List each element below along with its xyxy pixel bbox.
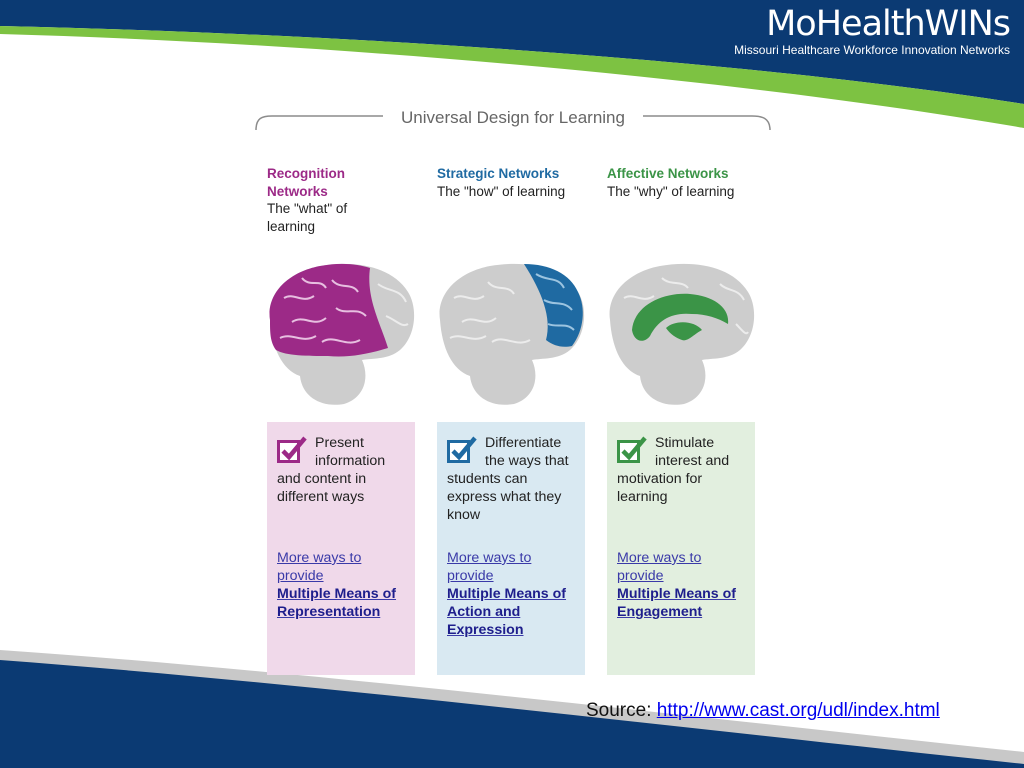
brand-subtitle: Missouri Healthcare Workforce Innovation…	[734, 43, 1010, 57]
card-affective: Stimulate interest and motivation for le…	[607, 422, 755, 675]
source-label: Source:	[586, 700, 652, 721]
brain-strategic-icon	[439, 263, 585, 405]
brand-logo: MoHealthWINs Missouri Healthcare Workfor…	[734, 4, 1011, 57]
card-strategic: Differentiate the ways that students can…	[437, 422, 585, 675]
card-recognition-description: Present information and content in diffe…	[277, 435, 386, 505]
brain-recognition-icon	[269, 263, 415, 405]
checkbox-check-icon	[447, 436, 477, 463]
affective-title: Affective Networks	[607, 166, 729, 181]
recognition-subtitle: The "what" of learning	[267, 201, 348, 234]
checkbox-check-icon	[617, 436, 647, 463]
card-affective-description: Stimulate interest and motivation for le…	[617, 435, 730, 505]
card-strategic-description: Differentiate the ways that students can…	[447, 435, 569, 523]
card-recognition-link[interactable]: More ways to provide Multiple Means of R…	[277, 549, 409, 621]
strategic-subtitle: The "how" of learning	[437, 183, 566, 199]
source-citation: Source: http://www.cast.org/udl/index.ht…	[586, 700, 940, 722]
footer-navy-band	[0, 660, 1024, 768]
card-affective-link[interactable]: More ways to provide Multiple Means of E…	[617, 549, 749, 621]
affective-heading: Affective Networks The "why" of learning	[607, 165, 757, 200]
more-ways-link[interactable]: More ways to provide	[617, 550, 702, 584]
header-navy-band	[0, 0, 1024, 104]
card-recognition: Present information and content in diffe…	[267, 422, 415, 675]
source-link[interactable]: http://www.cast.org/udl/index.html	[656, 700, 940, 721]
affective-subtitle: The "why" of learning	[607, 183, 735, 199]
brand-name: MoHealthWINs	[766, 4, 1011, 44]
more-ways-link[interactable]: More ways to provide	[277, 550, 362, 584]
recognition-heading: Recognition Networks The "what" of learn…	[267, 165, 397, 235]
header-green-swoosh	[0, 26, 1024, 128]
multiple-means-link[interactable]: Multiple Means of Engagement	[617, 586, 737, 620]
checkbox-check-icon	[277, 436, 307, 463]
multiple-means-link[interactable]: Multiple Means of Representation	[277, 586, 397, 620]
brain-affective-icon	[609, 263, 755, 405]
more-ways-link[interactable]: More ways to provide	[447, 550, 532, 584]
recognition-title: Recognition Networks	[267, 166, 345, 199]
multiple-means-link[interactable]: Multiple Means of Action and Expression	[447, 586, 567, 638]
udl-title: Universal Design for Learning	[383, 108, 643, 128]
strategic-heading: Strategic Networks The "how" of learning	[437, 165, 587, 200]
strategic-title: Strategic Networks	[437, 166, 560, 181]
card-strategic-link[interactable]: More ways to provide Multiple Means of A…	[447, 549, 579, 639]
